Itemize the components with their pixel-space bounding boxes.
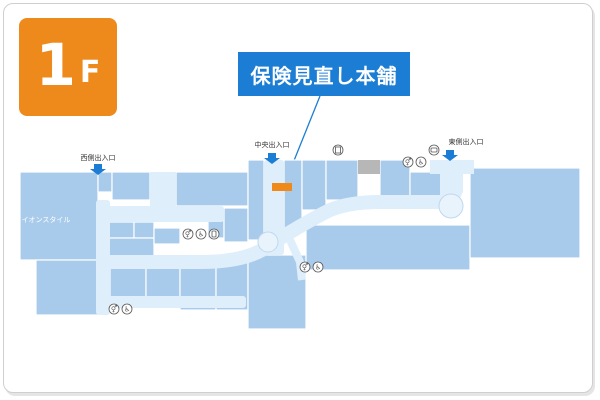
store-block[interactable]	[223, 207, 249, 243]
store-block[interactable]	[105, 221, 135, 239]
store-block[interactable]	[133, 221, 155, 239]
svg-text:♿: ♿	[315, 264, 321, 272]
restroom-icon[interactable]: ⚥	[299, 261, 311, 273]
svg-text:⚥: ⚥	[405, 158, 411, 167]
restroom-icon[interactable]: ⚥	[402, 156, 414, 168]
floor-unit: F	[79, 55, 101, 90]
west-entrance-label: 西側出入口	[81, 153, 116, 162]
store-block[interactable]	[109, 267, 147, 301]
svg-text:♿: ♿	[124, 306, 130, 314]
store-block[interactable]	[301, 159, 327, 211]
wheelchair-icon[interactable]: ♿	[195, 228, 207, 240]
center-entrance-label: 中央出入口	[255, 140, 290, 149]
baby-bottle-icon[interactable]	[208, 228, 220, 240]
store-block[interactable]	[35, 259, 99, 316]
west-entrance-arrow-icon	[90, 164, 106, 175]
back-area	[358, 160, 380, 174]
restroom-icon[interactable]: ⚥	[108, 303, 120, 315]
entrance-arrows	[90, 150, 458, 175]
corridor-spur	[286, 238, 306, 281]
aeon-style-label: イオンスタイル	[22, 215, 71, 224]
store-block[interactable]	[175, 171, 249, 207]
highlighted-store[interactable]	[272, 183, 292, 191]
restroom-icon[interactable]: ⚥	[182, 228, 194, 240]
svg-text:♿: ♿	[418, 159, 424, 167]
store-callout-label: 保険見直し本舗	[250, 63, 398, 88]
central-plaza[interactable]	[257, 231, 279, 253]
east-entrance-arrow-icon	[442, 150, 458, 161]
svg-text:♿: ♿	[198, 231, 204, 239]
wheelchair-icon[interactable]: ♿	[121, 303, 133, 315]
svg-text:⚥: ⚥	[111, 305, 117, 314]
svg-text:⚥: ⚥	[185, 230, 191, 239]
store-aeon-style[interactable]	[19, 171, 99, 261]
store-block[interactable]	[247, 159, 265, 241]
wheelchair-icon[interactable]: ♿	[415, 156, 427, 168]
floor-number: 1	[35, 31, 76, 99]
store-callout[interactable]: 保険見直し本舗	[238, 52, 410, 96]
store-block[interactable]	[145, 267, 181, 301]
elevator-icon[interactable]	[332, 144, 344, 156]
store-block[interactable]	[97, 171, 113, 193]
svg-text:⚥: ⚥	[302, 263, 308, 272]
store-block[interactable]	[469, 167, 581, 259]
wheelchair-icon[interactable]: ♿	[312, 261, 324, 273]
store-block[interactable]	[153, 227, 181, 245]
store-block[interactable]	[111, 171, 151, 201]
east-entrance-label: 東側出入口	[449, 137, 484, 146]
store-block[interactable]	[305, 224, 471, 271]
store-blocks	[19, 159, 581, 330]
vehicle-icon[interactable]	[428, 144, 440, 156]
store-block[interactable]	[247, 254, 307, 330]
kids-area[interactable]	[438, 193, 464, 219]
center-entrance-arrow-icon	[264, 153, 280, 164]
store-block[interactable]	[325, 159, 359, 201]
